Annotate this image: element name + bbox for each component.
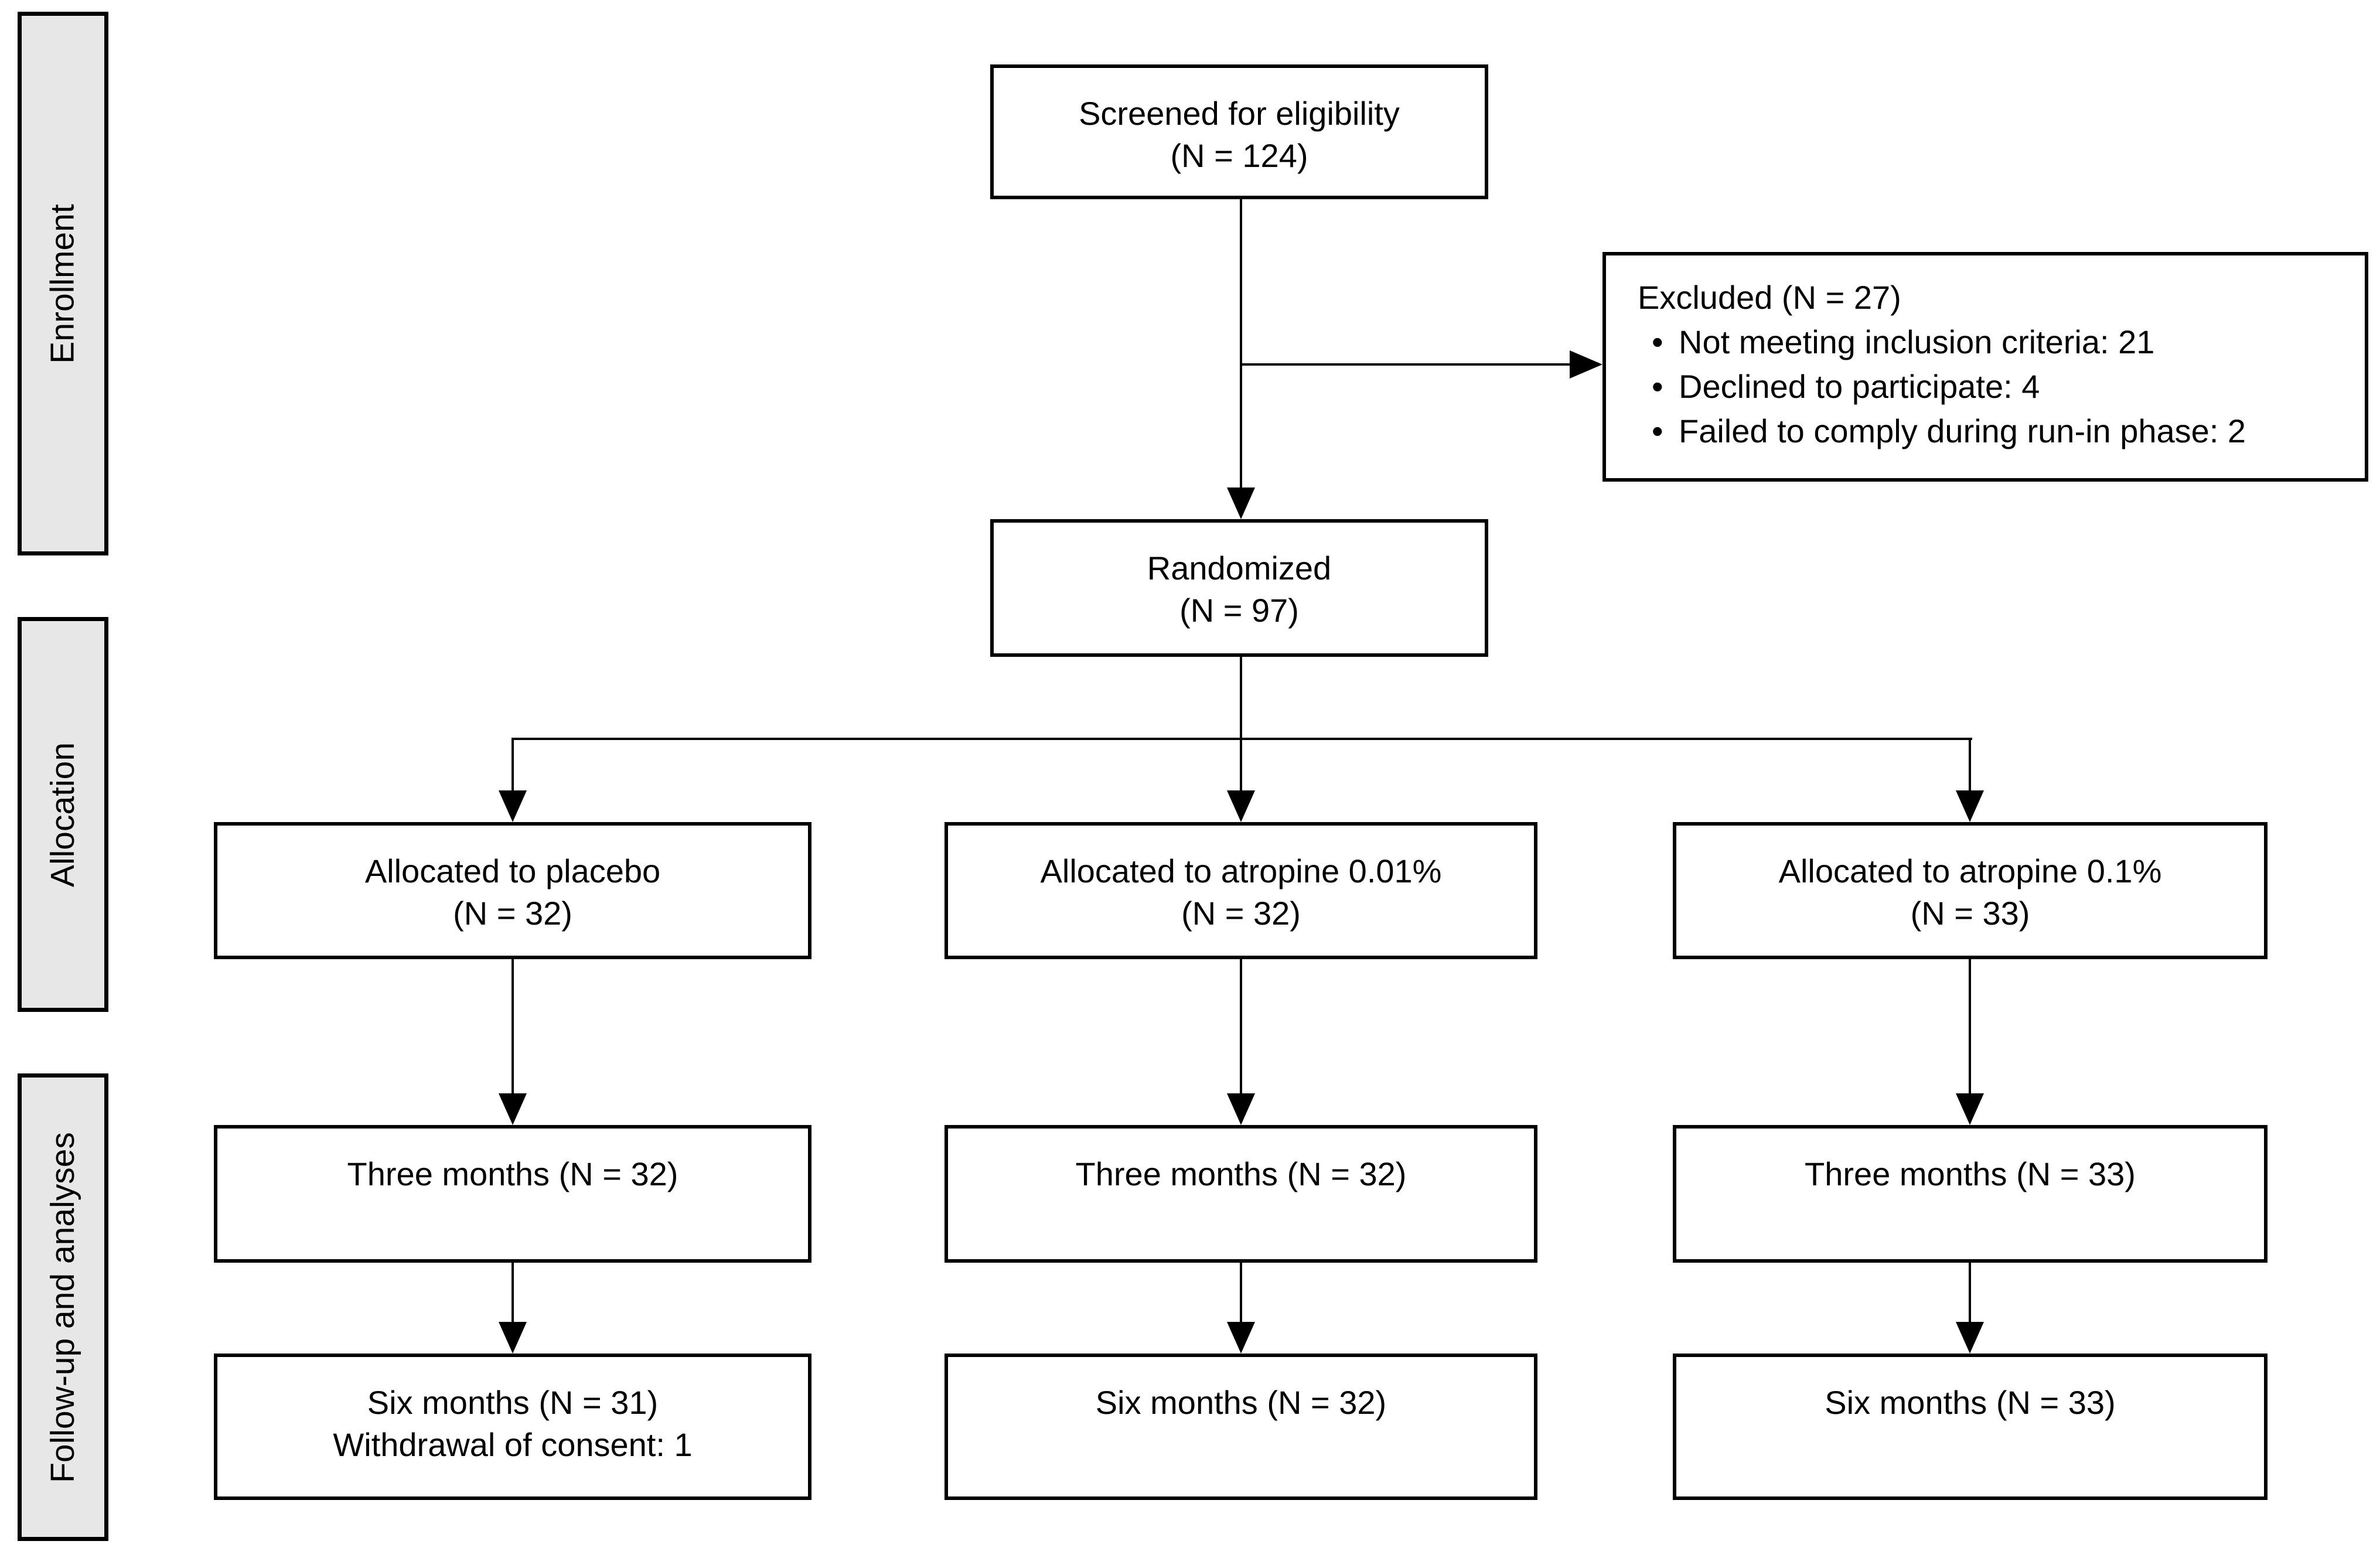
stage-label-allocation: Allocation bbox=[18, 617, 108, 1012]
arrowhead-into-excluded bbox=[1570, 350, 1602, 379]
node-screened-line2: (N = 124) bbox=[1170, 137, 1308, 174]
stage-label-enrollment-text: Enrollment bbox=[44, 203, 82, 364]
arrowhead-three-months-placebo bbox=[499, 1093, 527, 1125]
node-excluded-bullet-3-text: Failed to comply during run-in phase: 2 bbox=[1679, 412, 2246, 449]
connector-branch-atropine-01 bbox=[1969, 738, 1971, 790]
connector-atropine-001-six-months bbox=[1240, 1263, 1242, 1322]
node-three-months-atropine-001: Three months (N = 32) bbox=[945, 1125, 1537, 1263]
node-screened-line1: Screened for eligibility bbox=[1079, 95, 1400, 132]
node-six-months-atropine-001-line1: Six months (N = 32) bbox=[1095, 1384, 1387, 1421]
connector-placebo-three-months bbox=[512, 959, 514, 1093]
connector-atropine-01-three-months bbox=[1969, 959, 1971, 1093]
node-six-months-placebo-line1: Six months (N = 31) bbox=[367, 1384, 659, 1421]
node-allocated-atropine-001: Allocated to atropine 0.01% (N = 32) bbox=[945, 822, 1537, 959]
node-allocated-placebo-line1: Allocated to placebo bbox=[364, 853, 661, 889]
node-excluded: Excluded (N = 27) • Not meeting inclusio… bbox=[1602, 252, 2368, 482]
stage-label-enrollment: Enrollment bbox=[18, 12, 108, 555]
node-allocated-placebo: Allocated to placebo (N = 32) bbox=[214, 822, 811, 959]
node-excluded-bullet-1-text: Not meeting inclusion criteria: 21 bbox=[1679, 323, 2155, 360]
stage-label-allocation-text: Allocation bbox=[44, 742, 81, 887]
node-three-months-placebo-text: Three months (N = 32) bbox=[347, 1155, 678, 1192]
node-three-months-atropine-001-text: Three months (N = 32) bbox=[1075, 1155, 1407, 1192]
node-six-months-atropine-001: Six months (N = 32) bbox=[945, 1354, 1537, 1500]
connector-atropine-001-three-months bbox=[1240, 959, 1242, 1093]
connector-to-excluded bbox=[1240, 363, 1570, 366]
node-three-months-placebo: Three months (N = 32) bbox=[214, 1125, 811, 1263]
arrowhead-into-randomized bbox=[1227, 487, 1255, 519]
arrowhead-six-months-placebo bbox=[499, 1322, 527, 1354]
stage-label-followup-text: Follow-up and analyses bbox=[44, 1131, 81, 1483]
node-screened: Screened for eligibility (N = 124) bbox=[990, 64, 1488, 199]
connector-randomized-branch bbox=[1240, 657, 1242, 739]
node-allocated-atropine-01-line2: (N = 33) bbox=[1910, 895, 2030, 932]
node-excluded-bullet-2: • Declined to participate: 4 bbox=[1638, 364, 2353, 409]
node-excluded-bullet-2-text: Declined to participate: 4 bbox=[1679, 368, 2040, 405]
arrowhead-three-months-atropine-001 bbox=[1227, 1093, 1255, 1125]
arrowhead-six-months-atropine-001 bbox=[1227, 1322, 1255, 1354]
node-three-months-atropine-01: Three months (N = 33) bbox=[1673, 1125, 2268, 1263]
node-excluded-bullet-3: • Failed to comply during run-in phase: … bbox=[1638, 409, 2353, 454]
node-six-months-atropine-01-line1: Six months (N = 33) bbox=[1825, 1384, 2116, 1421]
node-randomized: Randomized (N = 97) bbox=[990, 519, 1488, 657]
bullet-icon: • bbox=[1652, 323, 1663, 360]
connector-branch-placebo bbox=[512, 738, 514, 790]
node-randomized-line2: (N = 97) bbox=[1179, 592, 1299, 629]
node-excluded-bullet-1: • Not meeting inclusion criteria: 21 bbox=[1638, 320, 2353, 364]
arrowhead-into-placebo bbox=[499, 790, 527, 822]
node-allocated-placebo-line2: (N = 32) bbox=[453, 895, 572, 932]
stage-label-followup: Follow-up and analyses bbox=[18, 1073, 108, 1541]
arrowhead-three-months-atropine-01 bbox=[1956, 1093, 1984, 1125]
node-six-months-placebo: Six months (N = 31) Withdrawal of consen… bbox=[214, 1354, 811, 1500]
node-six-months-placebo-line2: Withdrawal of consent: 1 bbox=[333, 1426, 693, 1463]
connector-placebo-six-months bbox=[512, 1263, 514, 1322]
node-randomized-line1: Randomized bbox=[1147, 550, 1332, 587]
bullet-icon: • bbox=[1652, 368, 1663, 405]
connector-screened-randomized bbox=[1240, 199, 1242, 487]
node-allocated-atropine-01-line1: Allocated to atropine 0.1% bbox=[1778, 853, 2162, 889]
bullet-icon: • bbox=[1652, 412, 1663, 449]
node-allocated-atropine-001-line1: Allocated to atropine 0.01% bbox=[1040, 853, 1442, 889]
arrowhead-into-atropine-001 bbox=[1227, 790, 1255, 822]
arrowhead-six-months-atropine-01 bbox=[1956, 1322, 1984, 1354]
connector-branch-atropine-001 bbox=[1240, 738, 1242, 790]
connector-atropine-01-six-months bbox=[1969, 1263, 1971, 1322]
node-three-months-atropine-01-text: Three months (N = 33) bbox=[1805, 1155, 2136, 1192]
arrowhead-into-atropine-01 bbox=[1956, 790, 1984, 822]
node-allocated-atropine-001-line2: (N = 32) bbox=[1181, 895, 1301, 932]
node-six-months-atropine-01: Six months (N = 33) bbox=[1673, 1354, 2268, 1500]
node-allocated-atropine-01: Allocated to atropine 0.1% (N = 33) bbox=[1673, 822, 2268, 959]
node-excluded-title: Excluded (N = 27) bbox=[1638, 279, 1901, 316]
